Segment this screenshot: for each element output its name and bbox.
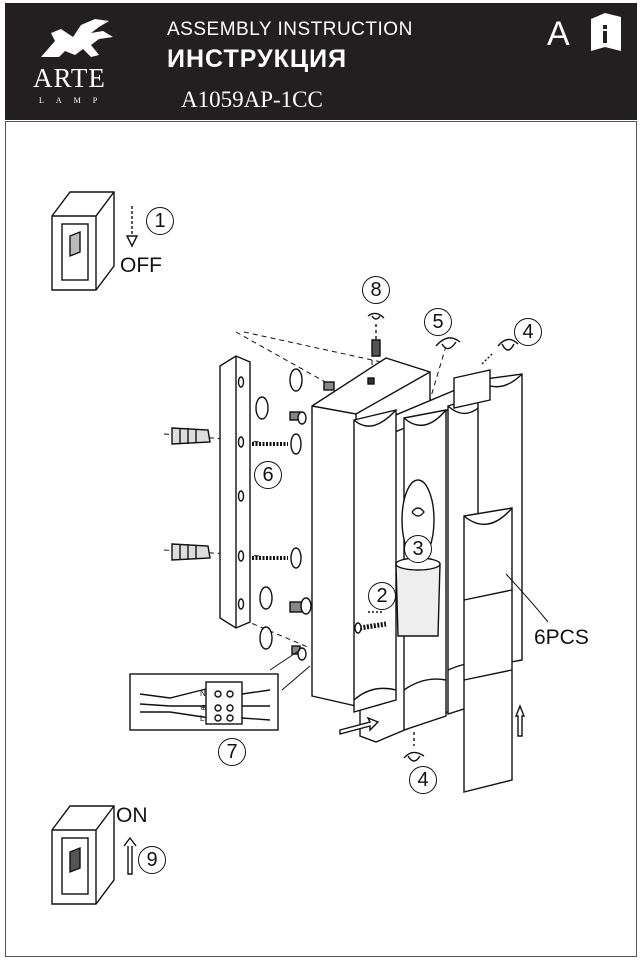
- top-screw-4: [481, 338, 519, 365]
- mounting-bracket: [219, 355, 251, 629]
- switch-on-icon: [51, 805, 115, 905]
- glass-panel-6: [463, 507, 513, 793]
- left-arrow-icon: [339, 716, 380, 735]
- terminal-earth: ⊕: [200, 703, 207, 712]
- top-screw-5: [435, 337, 461, 350]
- brand-name: ARTE: [33, 63, 106, 93]
- down-arrow-icon: [125, 206, 139, 248]
- model-number: A1059AP-1CC: [181, 87, 323, 112]
- info-book-icon: [591, 13, 621, 51]
- step-2-marker: 2: [368, 582, 396, 610]
- bottom-screw-4: [403, 732, 425, 762]
- step-5-marker: 5: [424, 308, 452, 336]
- step-8-marker: 8: [362, 276, 390, 304]
- off-label: OFF: [120, 254, 162, 277]
- wall-plug-top: [171, 427, 211, 445]
- upward-arrow-icon: [514, 704, 526, 737]
- side-screw: [354, 611, 387, 634]
- terminal-labels: N ⊕ L: [200, 689, 207, 723]
- glass-panel-5: [453, 369, 491, 409]
- top-screw-8: [367, 312, 385, 357]
- title-russian: ИНСТРУКЦИЯ: [167, 45, 348, 73]
- griffin-logo-icon: [41, 19, 113, 57]
- pcs-label: 6PCS: [534, 626, 589, 649]
- brand-logo: ARTE LAMP: [21, 11, 131, 111]
- step-4-bottom-marker: 4: [409, 766, 437, 794]
- title-english: ASSEMBLY INSTRUCTION: [167, 19, 413, 40]
- glass-panel-1: [353, 409, 397, 713]
- switch-off-icon: [51, 191, 115, 291]
- up-arrow-icon: [123, 836, 137, 875]
- brand-subtitle: LAMP: [39, 96, 110, 105]
- step-1-marker: 1: [146, 207, 174, 235]
- step-6-marker: 6: [254, 461, 282, 489]
- header-bar: ARTE LAMP ASSEMBLY INSTRUCTION ИНСТРУКЦИ…: [5, 3, 637, 120]
- terminal-block-detail: [129, 649, 311, 731]
- terminal-n: N: [200, 689, 206, 698]
- nut-washer-set: [255, 368, 335, 661]
- step-9-marker: 9: [138, 846, 166, 874]
- step-4-top-marker: 4: [514, 318, 542, 346]
- step-3-marker: 3: [404, 535, 432, 563]
- screw-top: [252, 433, 302, 455]
- pcs-leader-line: [505, 573, 549, 623]
- screw-bottom: [252, 547, 302, 569]
- language-letter: A: [547, 15, 570, 53]
- wall-plug-bottom: [171, 543, 211, 561]
- instruction-page: [5, 121, 637, 957]
- on-label: ON: [116, 804, 148, 827]
- step-7-marker: 7: [218, 738, 246, 766]
- terminal-l: L: [200, 714, 205, 723]
